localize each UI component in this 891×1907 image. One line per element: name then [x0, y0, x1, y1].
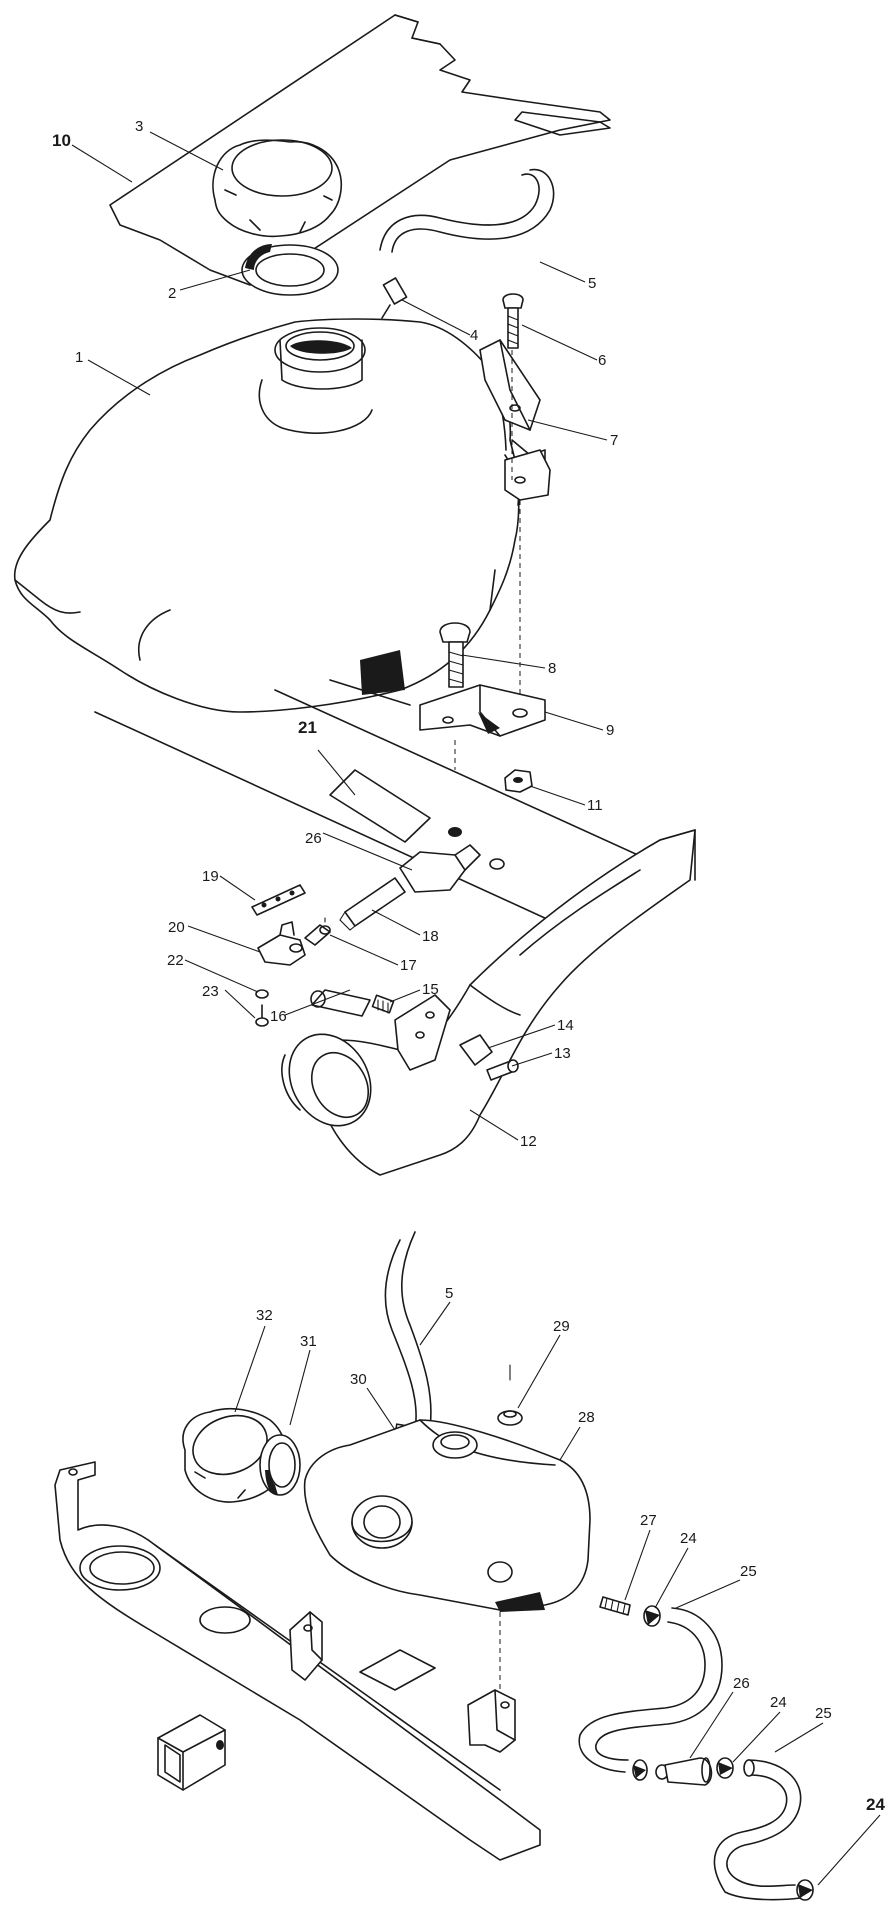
rear-rack-frame	[54, 1461, 541, 1861]
part-29-plug	[497, 1364, 523, 1426]
leader-lines	[71, 131, 881, 1886]
upper-fuel-tank-assembly	[13, 14, 696, 1176]
callout-26-lower: 26	[733, 1675, 750, 1692]
callout-5: 5	[588, 275, 596, 292]
callout-2: 2	[168, 285, 176, 302]
part-13-bolt	[486, 1059, 519, 1081]
part-25-hose-1	[578, 1621, 706, 1773]
part-23-screw	[255, 1004, 269, 1027]
part-14-fitting	[459, 1034, 493, 1066]
callout-15: 15	[422, 981, 439, 998]
callout-24-b: 24	[770, 1694, 787, 1711]
callout-25-b: 25	[815, 1705, 832, 1722]
callout-6: 6	[598, 352, 606, 369]
part-24-clamp-1	[643, 1605, 661, 1627]
callout-3: 3	[135, 118, 143, 135]
callout-5-lower: 5	[445, 1285, 453, 1302]
callout-7: 7	[610, 432, 618, 449]
callout-19: 19	[202, 868, 219, 885]
part-11-nut	[504, 769, 533, 793]
part-24-clamp-3	[716, 1757, 734, 1779]
callout-23: 23	[202, 983, 219, 1000]
part-2-gasket	[241, 244, 339, 296]
part-28-reserve-tank	[303, 1419, 591, 1700]
callout-14: 14	[557, 1017, 574, 1034]
callout-24-c: 24	[866, 1795, 885, 1814]
callout-18: 18	[422, 928, 439, 945]
part-1-fuel-tank	[13, 318, 546, 713]
callout-8: 8	[548, 660, 556, 677]
part-7-bracket	[479, 339, 541, 431]
lower-fuel-tank-assembly	[54, 1231, 814, 1901]
callout-30: 30	[350, 1371, 367, 1388]
part-32-cap	[182, 1407, 287, 1503]
callout-16: 16	[270, 1008, 287, 1025]
part-9-bracket	[419, 684, 546, 737]
callout-22: 22	[167, 952, 184, 969]
part-5-vent-hose	[379, 173, 540, 251]
callout-11: 11	[587, 797, 603, 814]
part-24-clamp-4	[796, 1879, 814, 1901]
callout-26-upper: 26	[305, 830, 322, 847]
part-26-fuel-filter	[655, 1757, 713, 1786]
callout-27: 27	[640, 1512, 657, 1529]
callout-17: 17	[400, 957, 417, 974]
callout-4: 4	[470, 327, 478, 344]
part-17-screw	[304, 917, 331, 946]
part-3-fuel-cap	[212, 139, 342, 238]
callout-24-a: 24	[680, 1530, 697, 1547]
callout-28: 28	[578, 1409, 595, 1426]
part-6-bolt	[502, 293, 524, 349]
callout-32: 32	[256, 1307, 273, 1324]
callout-10: 10	[52, 131, 71, 150]
callout-labels: 10 3 2 1 5 4 6 7 8 9 11 21 26 19 18 20 1…	[52, 118, 885, 1814]
part-19-plate	[251, 884, 306, 916]
callout-20: 20	[168, 919, 185, 936]
part-4-vent-fitting	[381, 277, 408, 319]
callout-31: 31	[300, 1333, 317, 1350]
part-21-pad	[329, 769, 431, 843]
part-18-fuel-line	[344, 877, 406, 927]
callout-9: 9	[606, 722, 614, 739]
part-24-clamp-2	[632, 1759, 648, 1781]
callout-29: 29	[553, 1318, 570, 1335]
callout-12: 12	[520, 1133, 537, 1150]
callout-13: 13	[554, 1045, 571, 1062]
part-20-valve-body	[257, 921, 306, 966]
callout-25-a: 25	[740, 1563, 757, 1580]
part-25-hose-2	[726, 1759, 802, 1888]
part-15-fitting	[371, 994, 395, 1014]
part-27-fitting	[599, 1596, 631, 1616]
part-22-washer	[255, 989, 269, 999]
callout-21: 21	[298, 718, 317, 737]
part-12-frame-section	[281, 829, 696, 1176]
frame-rails	[94, 679, 661, 926]
part-16-hose	[310, 989, 371, 1017]
part-5-vent-hose-lower	[384, 1239, 417, 1431]
part-26-fuel-valve	[399, 844, 505, 893]
callout-1: 1	[75, 349, 83, 366]
part-31-gasket	[259, 1434, 301, 1496]
part-8-bolt	[439, 622, 471, 688]
